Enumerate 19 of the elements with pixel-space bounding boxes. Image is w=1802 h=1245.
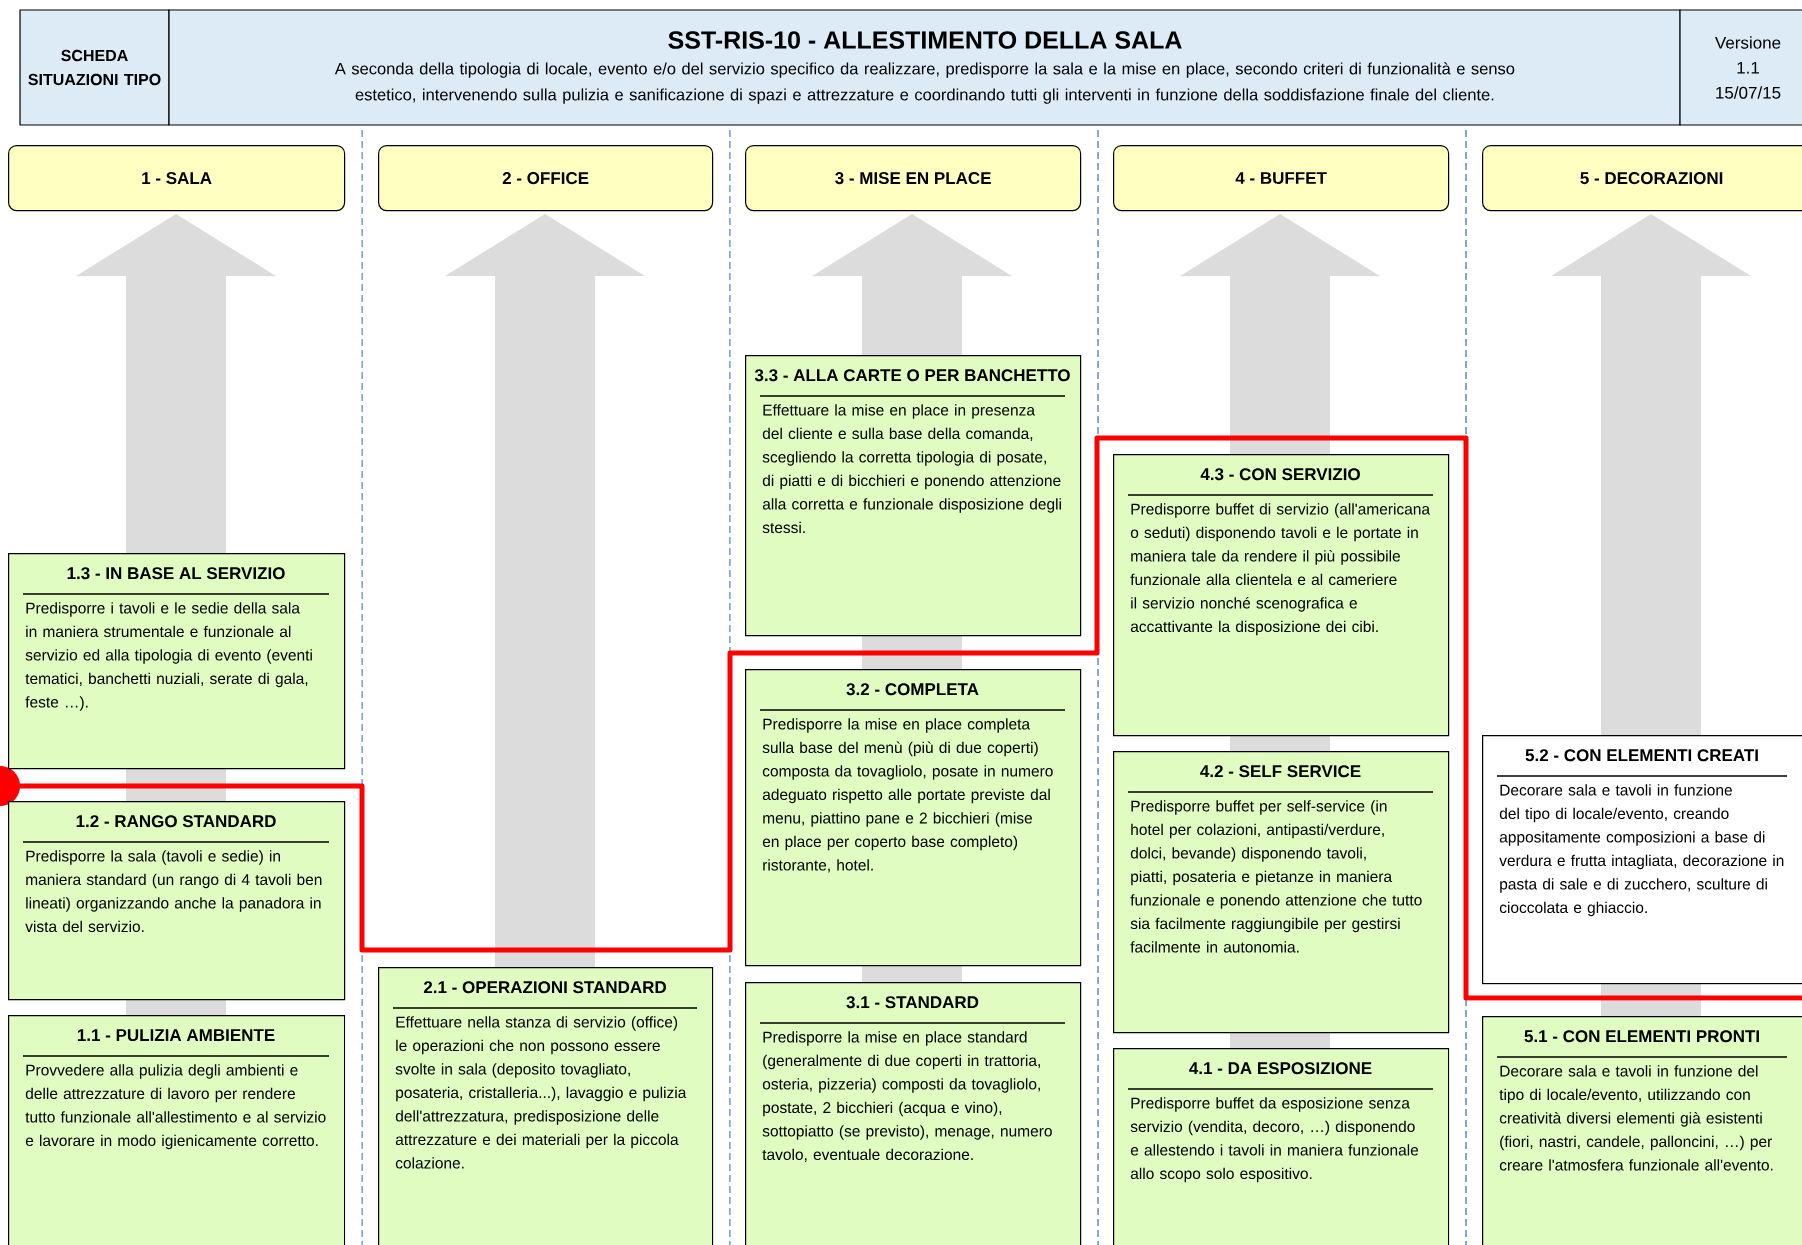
level-card: 3.2 - COMPLETA Predisporre la mise en place completa sulla base del menù (più di due coperti) composta da tovagliolo, posate in numero adeguato rispetto alle portate previste dal menu, piattino pane e 2 bicchieri (mise en place per coperto base completo) ristorante, hotel. <box>745 669 1082 967</box>
column-header: 4 - BUFFET <box>1113 145 1450 212</box>
level-card: 4.3 - CON SERVIZIO Predisporre buffet di servizio (all'americana o seduti) disponendo tavoli e le portate in maniera tale da rendere il più possibile funzionale alla clientela e al cameriere il servizio nonché scenografica e accattivante la disposizione dei cibi. <box>1113 454 1450 737</box>
header-cell: SCHEDA SITUAZIONI TIPO <box>19 9 170 126</box>
level-card: 4.2 - SELF SERVICE Predisporre buffet per self-service (in hotel per colazioni, antipasti/verdure, dolci, bevande) disponendo tavoli, piatti, posateria e pietanze in maniera funzionale e ponendo attenzione che tutto sia facilmente raggiungibile per gestirsi facilmente in autonomia. <box>1113 751 1450 1034</box>
level-card: 5.1 - CON ELEMENTI PRONTI Decorare sala e tavoli in funzione del tipo di locale/evento, utilizzando con creatività diversi elementi già esistenti (fiori, nastri, candele, palloncini, …) per creare l'atmosfera funzionale all'evento. <box>1482 1016 1802 1245</box>
level-card: 1.2 - RANGO STANDARD Predisporre la sala (tavoli e sedie) in maniera standard (un rango di 4 tavoli ben lineati) organizzando anche la panadora in vista del servizio. <box>8 801 346 1001</box>
level-card: 5.2 - CON ELEMENTI CREATI Decorare sala e tavoli in funzione del tipo di locale/evento, creando appositamente composizioni a base di verdura e frutta intagliata, decorazione in pasta di sale e di zucchero, sculture di cioccolata e ghiaccio. <box>1482 735 1802 985</box>
level-card: 1.3 - IN BASE AL SERVIZIO Predisporre i tavoli e le sedie della sala in maniera strumentale e funzionale al servizio ed alla tipologia di evento (eventi tematici, banchetti nuziali, serate di gala, feste …). <box>8 553 346 770</box>
column-header: 3 - MISE EN PLACE <box>745 145 1082 212</box>
level-card: 1.1 - PULIZIA AMBIENTE Provvedere alla pulizia degli ambienti e delle attrezzature di lavoro per rendere tutto funzionale all'allestimento e al servizio e lavorare in modo igienicamente corretto. <box>8 1015 346 1245</box>
column-header: 2 - OFFICE <box>378 145 714 212</box>
level-card: 3.1 - STANDARD Predisporre la mise en place standard (generalmente di due coperti in trattoria, osteria, pizzeria) composti da tovagliolo, postate, 2 bicchieri (acqua e vino), sottopiatto (se previsto), menage, numero tavolo, eventuale decorazione. <box>745 982 1082 1245</box>
level-card: 3.3 - ALLA CARTE O PER BANCHETTO Effettuare la mise en place in presenza del cliente e sulla base della comanda, scegliendo la corretta tipologia di posate, di piatti e di bicchieri e ponendo attenzione alla corretta e funzionale disposizione degli stessi. <box>745 355 1082 637</box>
header-cell: Versione 1.1 15/07/15 <box>1679 9 1802 126</box>
column-header: 5 - DECORAZIONI <box>1482 145 1802 212</box>
column-header: 1 - SALA <box>8 145 346 212</box>
level-card: 4.1 - DA ESPOSIZIONE Predisporre buffet da esposizione senza servizio (vendita, decoro, …) disponendo e allestendo i tavoli in maniera funzionale allo scopo solo espositivo. <box>1113 1048 1450 1245</box>
level-card: 2.1 - OPERAZIONI STANDARD Effettuare nella stanza di servizio (office) le operazioni che non possono essere svolte in sala (deposito tovagliato, posateria, cristalleria...), lavaggio e pulizia dell'attrezzatura, predisposizione delle attrezzature e dei materiali per la piccola colazione. <box>378 967 714 1245</box>
